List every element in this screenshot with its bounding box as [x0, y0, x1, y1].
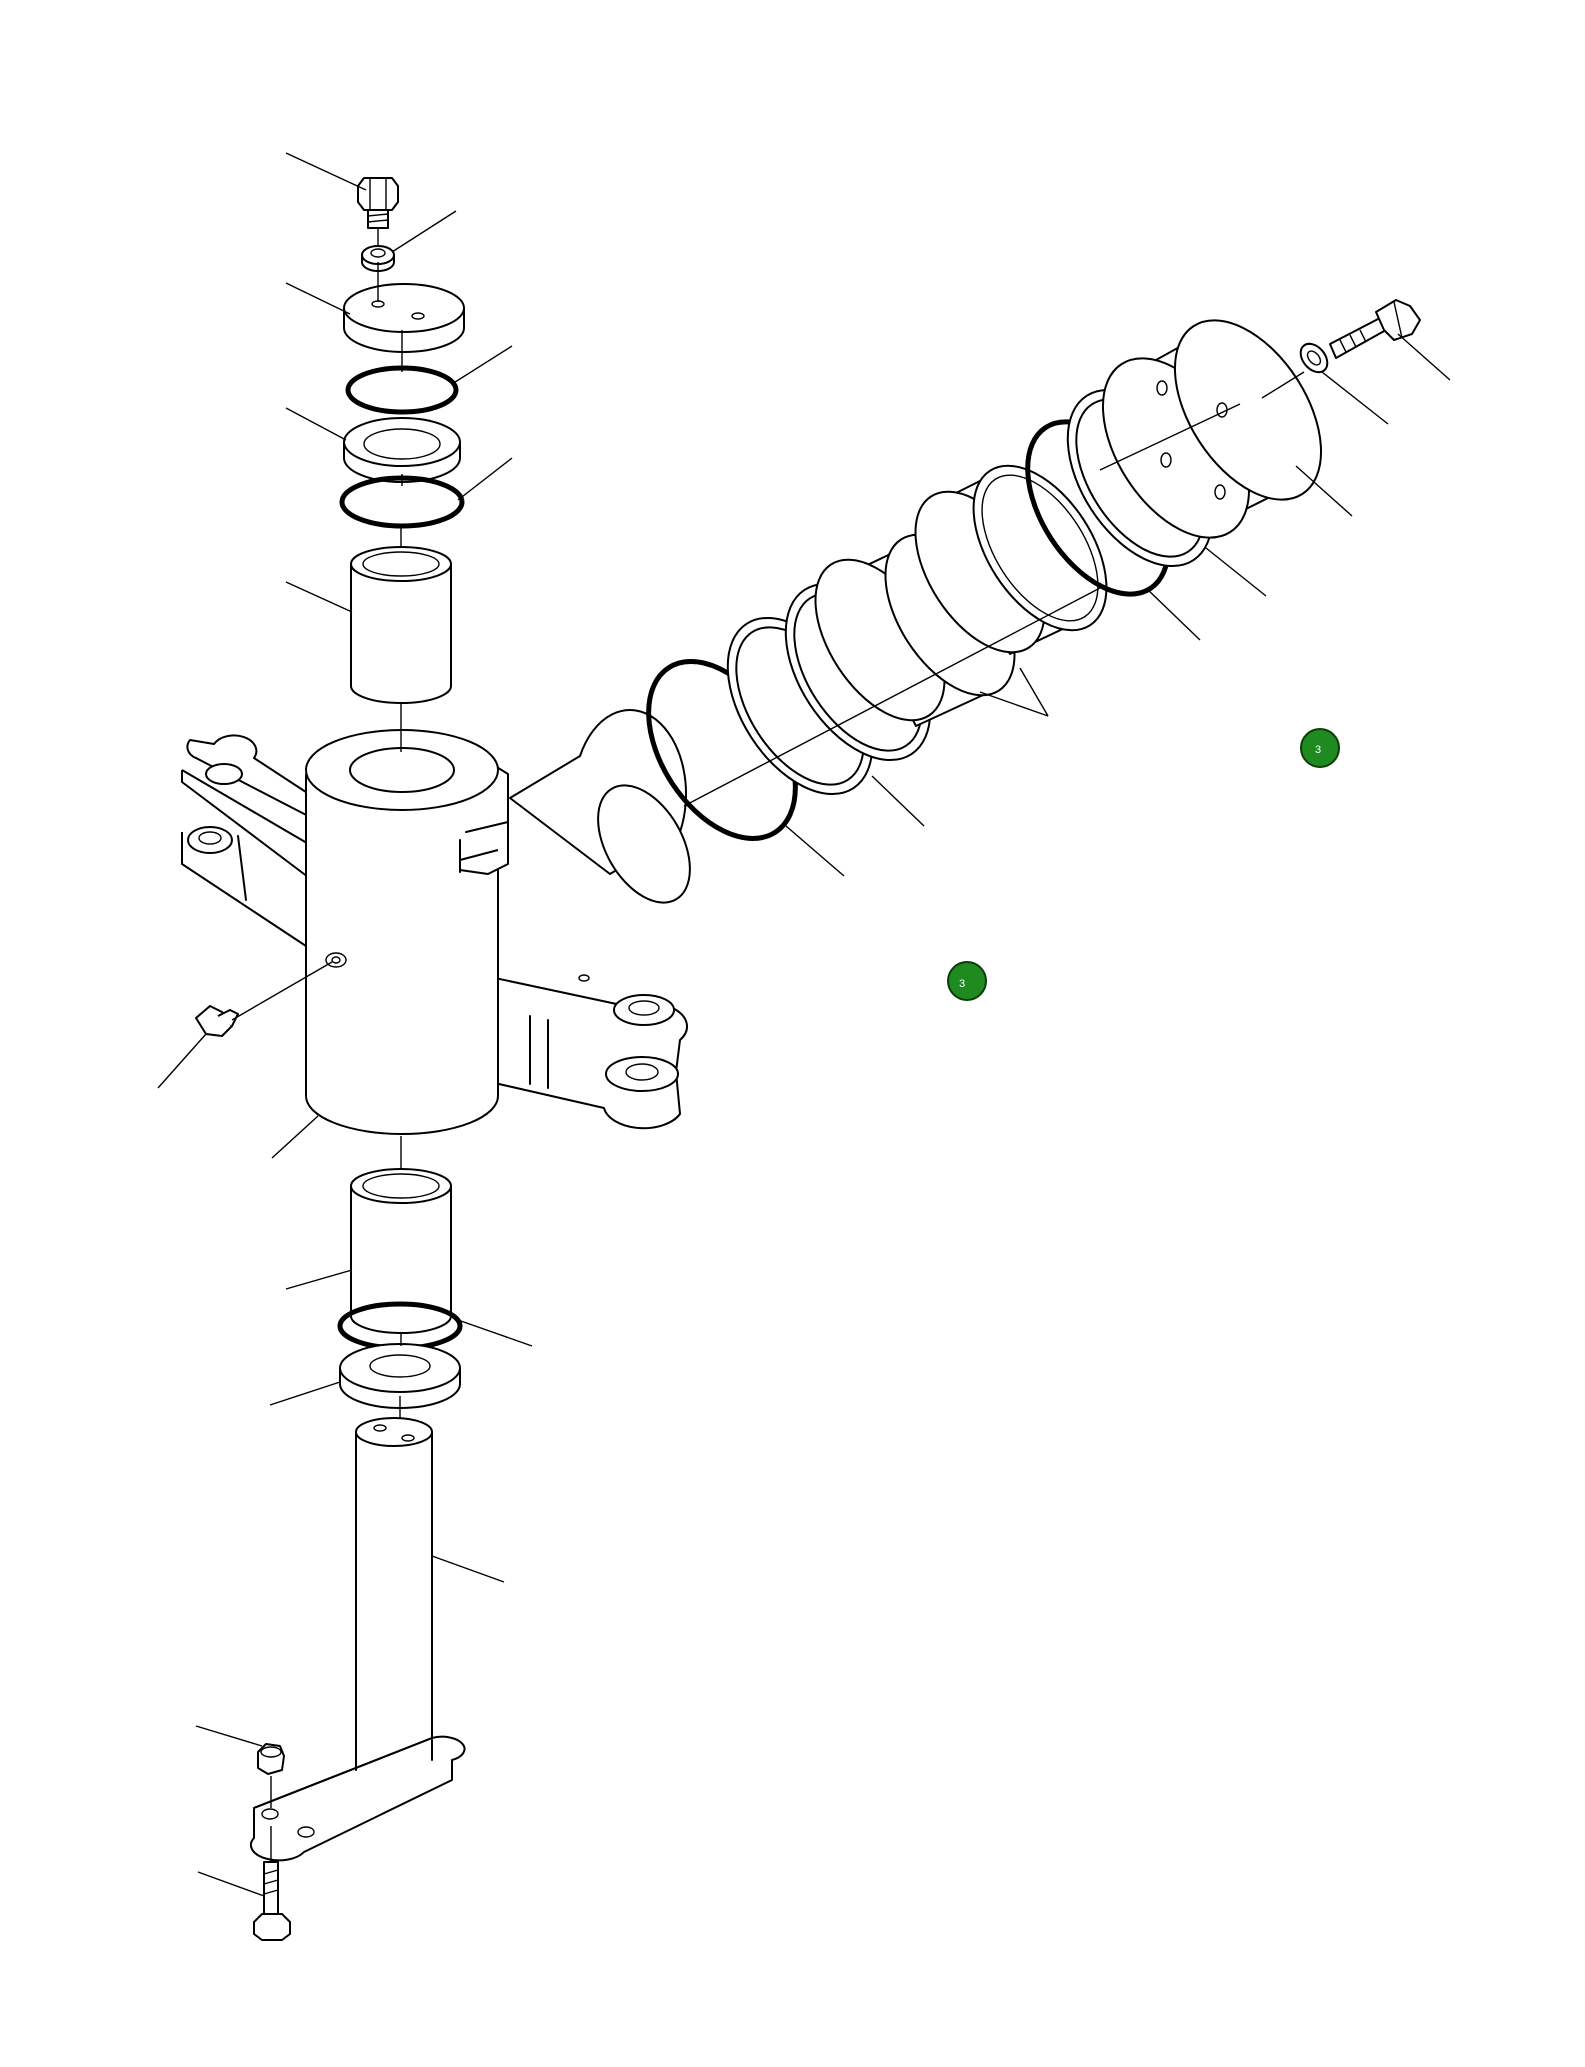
- right-end-washer: [1299, 342, 1329, 374]
- upper-bushing: [350, 546, 452, 704]
- right-end-cap: [1101, 319, 1323, 539]
- kingpin-housing: [181, 708, 691, 1135]
- kingpin-shaft: [355, 1417, 433, 1791]
- leader-lines: [157, 152, 1451, 1897]
- lock-plate-bolt: [253, 1861, 291, 1941]
- right-end-bolt: [1329, 299, 1421, 359]
- callout-badge-circle: [947, 961, 987, 1001]
- top-bolt: [357, 177, 399, 229]
- lower-thrust-washer: [339, 1343, 461, 1409]
- callout-badge-3-center[interactable]: 3: [947, 961, 987, 1001]
- callout-badge-circle: [1300, 728, 1340, 768]
- grease-fitting: [195, 961, 333, 1037]
- top-o-ring-1: [345, 365, 459, 415]
- lock-plate-nut: [257, 1743, 285, 1775]
- right-bushing-2: [914, 464, 1108, 655]
- top-thrust-washer: [343, 417, 461, 483]
- assembly-centerlines: [270, 228, 1305, 1862]
- callout-badge-label: 3: [1315, 744, 1321, 756]
- callout-badge-3-right[interactable]: 3: [1300, 728, 1340, 768]
- callout-badge-label: 3: [959, 978, 965, 990]
- top-cap-disc: [343, 283, 465, 353]
- kingpin-lock-plate: [249, 1735, 466, 1862]
- lower-bushing: [350, 1168, 452, 1334]
